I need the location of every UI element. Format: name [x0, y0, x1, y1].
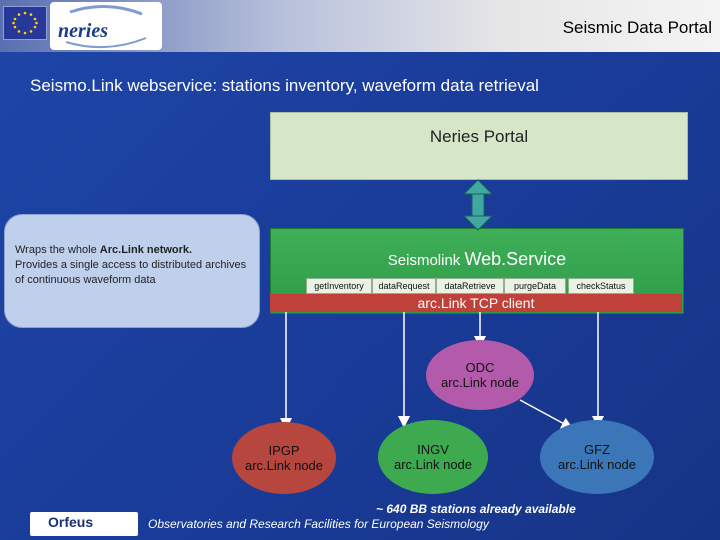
eu-flag-icon [3, 6, 47, 40]
callout-line1-prefix: Wraps the whole [15, 244, 100, 256]
node-ipgp: IPGP arc.Link node [232, 422, 336, 494]
webservice-title-suffix: Web.Service [464, 249, 567, 269]
stations-note: ~ 640 BB stations already available [376, 502, 576, 516]
footer-text: Observatories and Research Facilities fo… [148, 517, 489, 531]
method-purgedata: purgeData [504, 278, 566, 294]
node-gfz-name: GFZ [584, 442, 610, 457]
slide-subtitle: Seismo.Link webservice: stations invento… [30, 76, 539, 95]
callout-rest: Provides a single access to distributed … [15, 259, 247, 286]
webservice-title-prefix: Seismolink [387, 252, 465, 269]
node-gfz: GFZ arc.Link node [540, 420, 654, 494]
portal-webservice-arrow [462, 179, 494, 231]
method-getinventory: getInventory [306, 278, 372, 294]
tcp-client-bar: arc.Link TCP client [270, 294, 682, 312]
node-odc-name: ODC [465, 360, 495, 375]
method-datarequest: dataRequest [372, 278, 436, 294]
neries-portal-box: Neries Portal [270, 112, 688, 180]
webservice-title: Seismolink Web.Service [271, 249, 683, 270]
line-odc-gfz [519, 399, 574, 429]
orfeus-logo-text: Orfeus [48, 514, 94, 530]
callout-text: Wraps the whole Arc.Link network. Provid… [15, 243, 255, 288]
neries-logo-text: neries [58, 20, 108, 42]
node-ingv: INGV arc.Link node [378, 420, 488, 494]
node-ipgp-name: IPGP [268, 443, 300, 458]
callout-line1-bold: Arc.Link network. [99, 244, 193, 256]
page-title: Seismic Data Portal [562, 18, 712, 37]
method-dataretrieve: dataRetrieve [436, 278, 504, 294]
orfeus-logo [30, 512, 138, 536]
node-ingv-type: arc.Link node [393, 457, 473, 472]
method-checkstatus: checkStatus [568, 278, 634, 294]
callout-box: Wraps the whole Arc.Link network. Provid… [4, 214, 260, 328]
neries-logo [50, 2, 162, 50]
node-ipgp-type: arc.Link node [244, 458, 324, 473]
node-odc-type: arc.Link node [440, 375, 520, 390]
node-gfz-type: arc.Link node [557, 457, 637, 472]
node-odc: ODC arc.Link node [426, 340, 534, 410]
node-ingv-name: INGV [417, 442, 449, 457]
